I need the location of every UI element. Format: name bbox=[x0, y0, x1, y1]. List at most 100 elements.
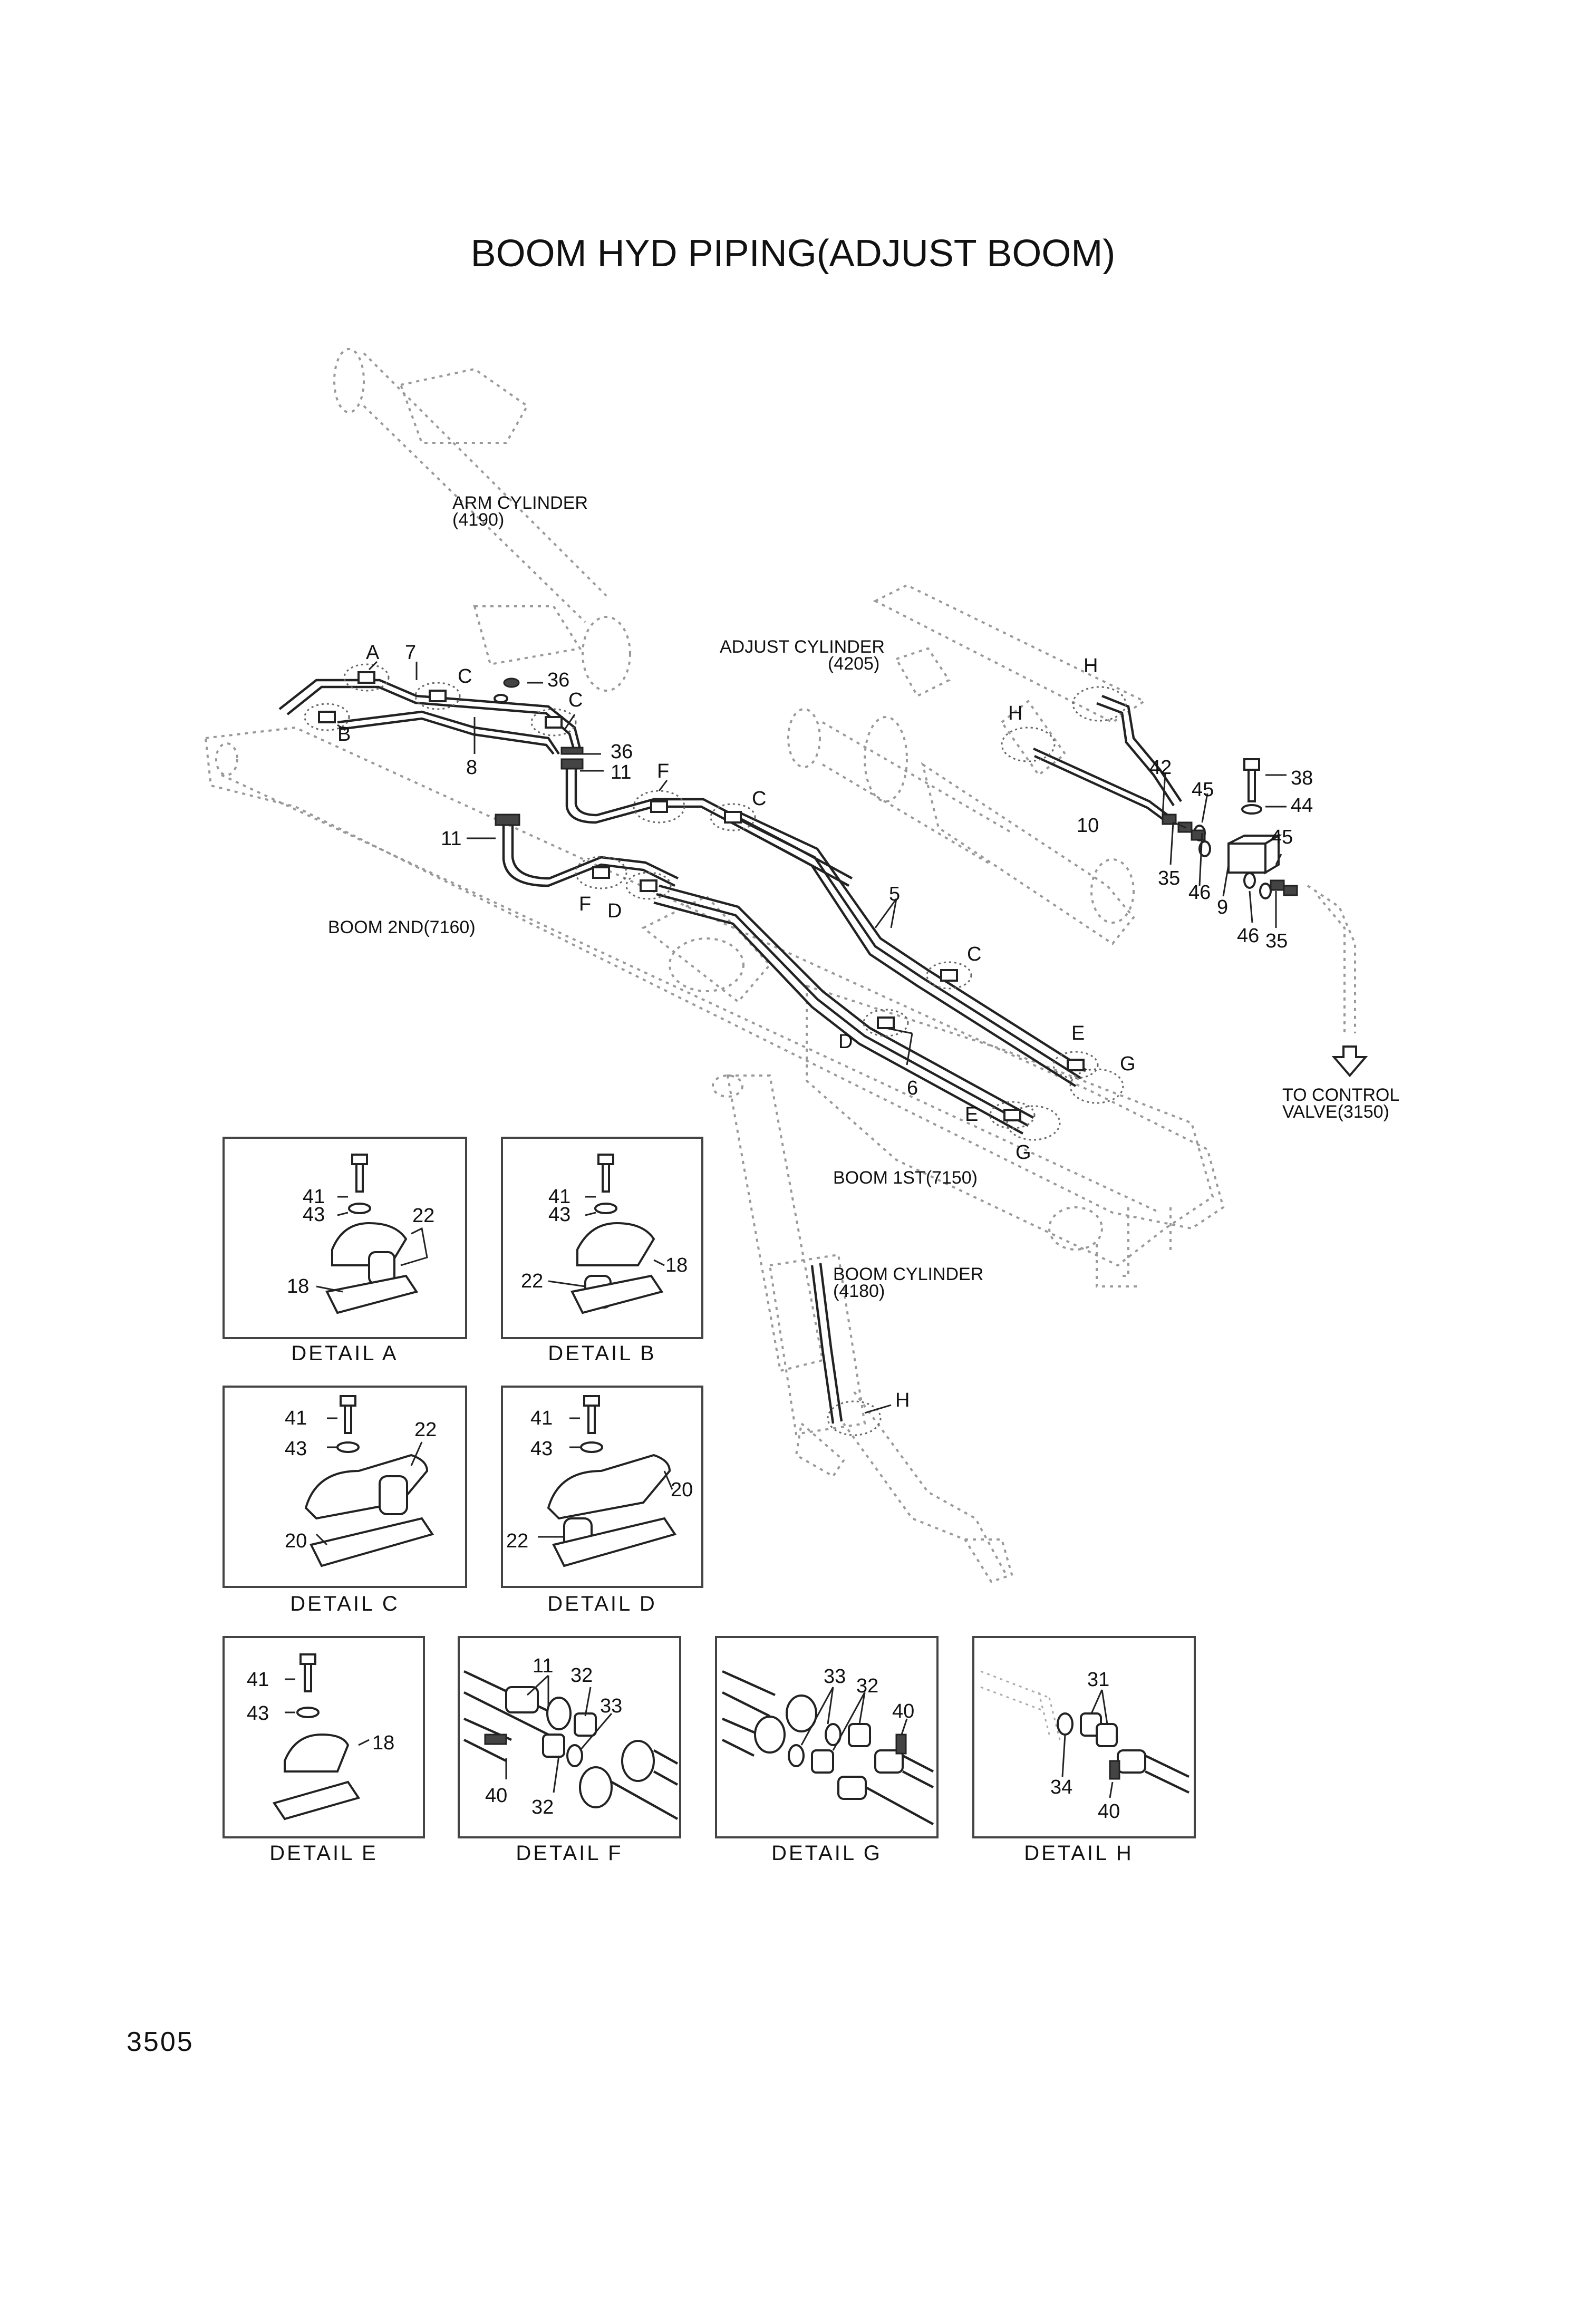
detail-d-label-43: 43 bbox=[530, 1438, 553, 1460]
label-to-control-valve: TO CONTROL bbox=[1282, 1085, 1399, 1105]
callout-f-2: F bbox=[579, 893, 591, 915]
callout-labels: A 7 B C 36 C 8 36 11 F C 11 F D 5 C D E … bbox=[337, 642, 1313, 1411]
detail-d-label-22: 22 bbox=[506, 1530, 528, 1552]
callout-g-1: G bbox=[1120, 1053, 1136, 1075]
detail-e-label-43: 43 bbox=[247, 1702, 269, 1725]
callout-b: B bbox=[337, 723, 351, 745]
page-title: BOOM HYD PIPING(ADJUST BOOM) bbox=[471, 233, 1116, 275]
label-arm-cylinder-code: (4190) bbox=[452, 510, 504, 530]
callout-c-4: C bbox=[967, 943, 981, 965]
detail-a-label-43: 43 bbox=[303, 1204, 325, 1226]
pipe-6 bbox=[653, 884, 1034, 1135]
detail-c-label-43: 43 bbox=[285, 1438, 307, 1460]
detail-c-label-41: 41 bbox=[285, 1407, 307, 1429]
callout-6: 6 bbox=[907, 1077, 918, 1099]
callout-c-2: C bbox=[568, 689, 583, 711]
page-number: 3505 bbox=[127, 2027, 194, 2057]
label-adjust-cylinder: ADJUST CYLINDER bbox=[720, 637, 885, 657]
detail-d-caption: DETAIL D bbox=[547, 1592, 657, 1615]
detail-b-label-18: 18 bbox=[665, 1254, 688, 1276]
detail-h-label-31: 31 bbox=[1087, 1669, 1109, 1691]
label-boom-cylinder: BOOM CYLINDER bbox=[833, 1264, 983, 1284]
pipe-7 bbox=[278, 679, 582, 749]
callout-46-2: 46 bbox=[1237, 925, 1259, 947]
detail-a-label-22: 22 bbox=[412, 1205, 434, 1227]
detail-markers bbox=[304, 663, 1127, 1436]
label-boom-2nd: BOOM 2ND(7160) bbox=[328, 917, 476, 937]
callout-a: A bbox=[366, 642, 380, 664]
ghost-boom-2nd bbox=[204, 726, 1225, 1230]
detail-b-label-43: 43 bbox=[548, 1204, 570, 1226]
ghost-arm-cylinder bbox=[333, 348, 631, 692]
detail-a-label-18: 18 bbox=[287, 1275, 309, 1297]
main-fittings bbox=[318, 671, 1368, 1121]
detail-c-label-22: 22 bbox=[414, 1419, 437, 1441]
detail-g-caption: DETAIL G bbox=[771, 1842, 882, 1865]
detail-f-label-33: 33 bbox=[600, 1695, 622, 1717]
detail-a: 41 43 22 18 DETAIL A bbox=[223, 1137, 467, 1365]
callout-35-1: 35 bbox=[1158, 867, 1180, 889]
arrow-to-control-valve-icon bbox=[1331, 1045, 1368, 1078]
callout-11-1: 11 bbox=[611, 761, 631, 783]
detail-h-label-40: 40 bbox=[1098, 1800, 1120, 1823]
callout-c-1: C bbox=[458, 665, 472, 687]
ghost-boom-cylinder bbox=[712, 1074, 1013, 1583]
ghost-control-valve-hose bbox=[1307, 885, 1356, 1033]
detail-e-label-18: 18 bbox=[372, 1732, 394, 1754]
callout-38: 38 bbox=[1291, 767, 1313, 789]
callout-7: 7 bbox=[405, 642, 416, 664]
label-to-control-valve-code: VALVE(3150) bbox=[1282, 1102, 1389, 1122]
leader-lines bbox=[337, 661, 1287, 1414]
callout-5: 5 bbox=[889, 883, 900, 905]
pipe-boom-cylinder bbox=[810, 1263, 843, 1424]
detail-f: 11 32 33 40 32 DETAIL F bbox=[458, 1636, 681, 1865]
callout-11-2: 11 bbox=[441, 828, 461, 850]
callout-e-2: E bbox=[965, 1103, 978, 1126]
detail-c-caption: DETAIL C bbox=[290, 1592, 400, 1615]
pipe-5 bbox=[738, 810, 1087, 1087]
detail-e: 41 43 18 DETAIL E bbox=[223, 1636, 425, 1865]
callout-42: 42 bbox=[1149, 757, 1172, 779]
detail-b: 41 43 18 22 DETAIL B bbox=[501, 1137, 703, 1365]
detail-a-caption: DETAIL A bbox=[291, 1342, 398, 1365]
detail-b-label-22: 22 bbox=[521, 1270, 543, 1292]
detail-e-label-41: 41 bbox=[247, 1669, 269, 1691]
label-boom-cylinder-code: (4180) bbox=[833, 1281, 885, 1301]
pipe-11-upper bbox=[565, 764, 853, 887]
callout-10: 10 bbox=[1077, 815, 1099, 837]
pipe-8 bbox=[337, 710, 560, 755]
detail-e-caption: DETAIL E bbox=[269, 1842, 378, 1865]
label-adjust-cylinder-code: (4205) bbox=[828, 654, 879, 674]
pipe-9-10 bbox=[1033, 694, 1182, 824]
callout-h-1: H bbox=[1084, 655, 1098, 677]
callout-36-1: 36 bbox=[547, 669, 569, 691]
callout-9: 9 bbox=[1217, 896, 1228, 918]
detail-g-label-40: 40 bbox=[892, 1700, 914, 1722]
label-boom-1st: BOOM 1ST(7150) bbox=[833, 1168, 978, 1188]
callout-45-1: 45 bbox=[1192, 779, 1214, 801]
detail-d: 41 43 20 22 DETAIL D bbox=[501, 1386, 703, 1615]
callout-36-2: 36 bbox=[611, 741, 633, 763]
detail-h-caption: DETAIL H bbox=[1024, 1842, 1134, 1865]
callout-g-2: G bbox=[1016, 1141, 1031, 1164]
callout-8: 8 bbox=[466, 757, 477, 779]
callout-h-3: H bbox=[895, 1389, 910, 1411]
detail-d-label-41: 41 bbox=[530, 1407, 553, 1429]
pipe-11-lower bbox=[502, 822, 679, 887]
detail-f-caption: DETAIL F bbox=[516, 1842, 623, 1865]
callout-35-2: 35 bbox=[1265, 930, 1288, 952]
callout-d-2: D bbox=[838, 1031, 853, 1053]
detail-c-label-20: 20 bbox=[285, 1530, 307, 1552]
detail-h-label-34: 34 bbox=[1050, 1776, 1072, 1798]
detail-b-caption: DETAIL B bbox=[548, 1342, 656, 1365]
callout-44: 44 bbox=[1291, 795, 1313, 817]
label-arm-cylinder: ARM CYLINDER bbox=[452, 493, 588, 513]
callout-e-1: E bbox=[1071, 1022, 1085, 1044]
detail-g-label-32: 32 bbox=[856, 1675, 878, 1697]
component-labels: ARM CYLINDER (4190) ADJUST CYLINDER (420… bbox=[328, 493, 1399, 1301]
callout-45-2: 45 bbox=[1271, 826, 1293, 848]
detail-d-label-20: 20 bbox=[671, 1479, 693, 1501]
callout-46-1: 46 bbox=[1188, 882, 1211, 904]
